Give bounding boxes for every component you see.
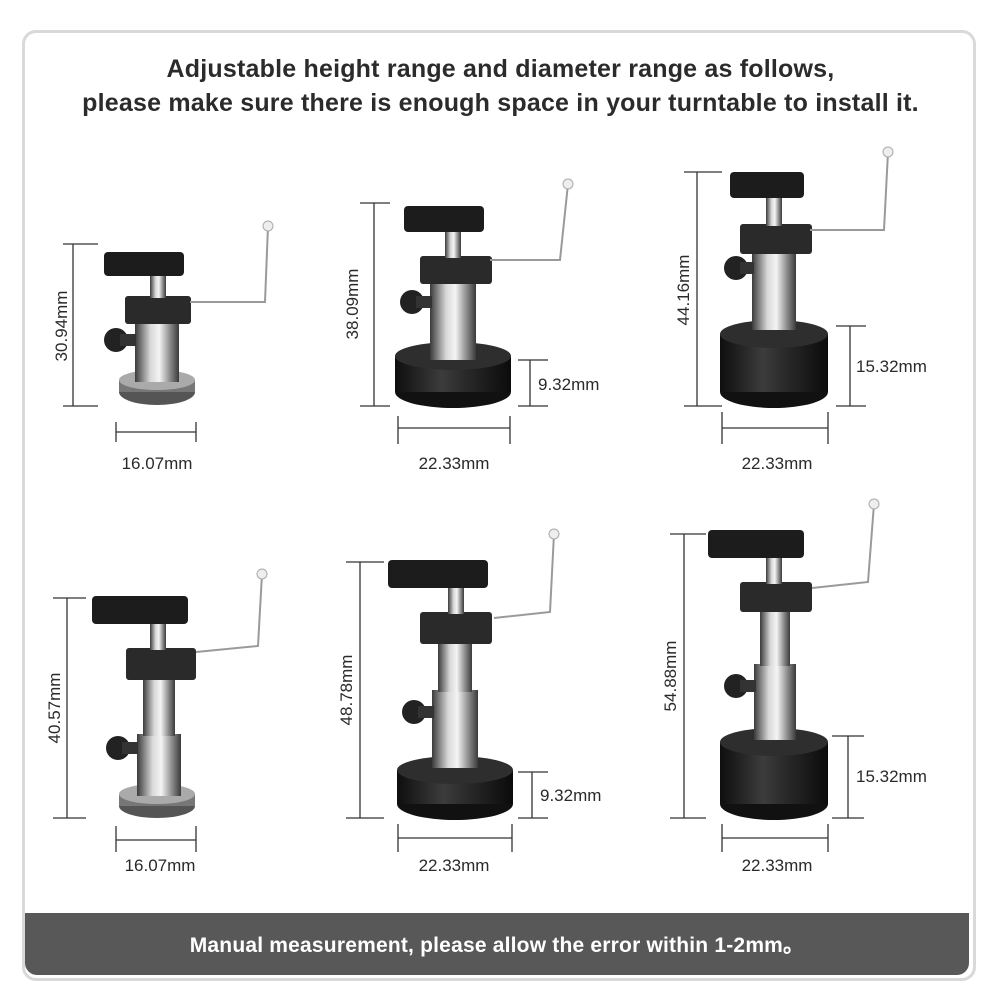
footer-banner: Manual measurement, please allow the err… [25, 913, 969, 975]
header: Adjustable height range and diameter ran… [0, 52, 1001, 120]
height-dimension-4 [53, 597, 86, 819]
base-height-label-3: 15.32mm [856, 357, 927, 376]
stand-drawing-3 [720, 146, 894, 408]
base-dimension-5 [518, 771, 548, 819]
base-height-label-6: 15.32mm [856, 767, 927, 786]
height-dimension-2 [360, 202, 390, 407]
height-label-2: 38.09mm [343, 269, 362, 340]
base-dimension-6 [832, 735, 864, 819]
stand-drawing-6 [708, 498, 880, 820]
base-height-label-5: 9.32mm [540, 786, 601, 805]
stand-drawing-2 [395, 178, 574, 408]
diameter-dimension-4 [115, 826, 197, 852]
diameter-label-2: 22.33mm [419, 454, 490, 473]
diameter-dimension-5 [397, 824, 513, 852]
diameter-label-4: 16.07mm [125, 856, 196, 875]
height-dimension-3 [684, 171, 722, 407]
height-label-6: 54.88mm [661, 641, 680, 712]
diameter-dimension-3 [721, 412, 829, 444]
diameter-label-6: 22.33mm [742, 856, 813, 875]
footer-note: Manual measurement, please allow the err… [189, 934, 805, 957]
height-label-3: 44.16mm [674, 255, 693, 326]
diameter-label-1: 16.07mm [122, 454, 193, 473]
base-dimension-2 [518, 359, 548, 407]
diameter-label-3: 22.33mm [742, 454, 813, 473]
height-label-4: 40.57mm [45, 673, 64, 744]
height-dimension-5 [346, 561, 384, 819]
height-label-5: 48.78mm [337, 655, 356, 726]
content-frame [22, 30, 976, 981]
height-label-1: 30.94mm [52, 291, 71, 362]
diameter-label-5: 22.33mm [419, 856, 490, 875]
header-line-2: please make sure there is enough space i… [82, 89, 919, 117]
diameter-dimension-2 [397, 416, 511, 444]
base-height-label-2: 9.32mm [538, 375, 599, 394]
base-dimension-3 [836, 325, 866, 407]
stand-drawing-4 [92, 568, 268, 818]
diameter-dimension-6 [721, 824, 829, 852]
stand-drawing-1 [104, 220, 274, 405]
height-dimension-6 [670, 533, 706, 819]
stand-drawing-5 [388, 528, 560, 820]
height-dimension-1 [63, 243, 98, 407]
diameter-dimension-1 [115, 422, 197, 442]
header-line-1: Adjustable height range and diameter ran… [166, 55, 835, 83]
